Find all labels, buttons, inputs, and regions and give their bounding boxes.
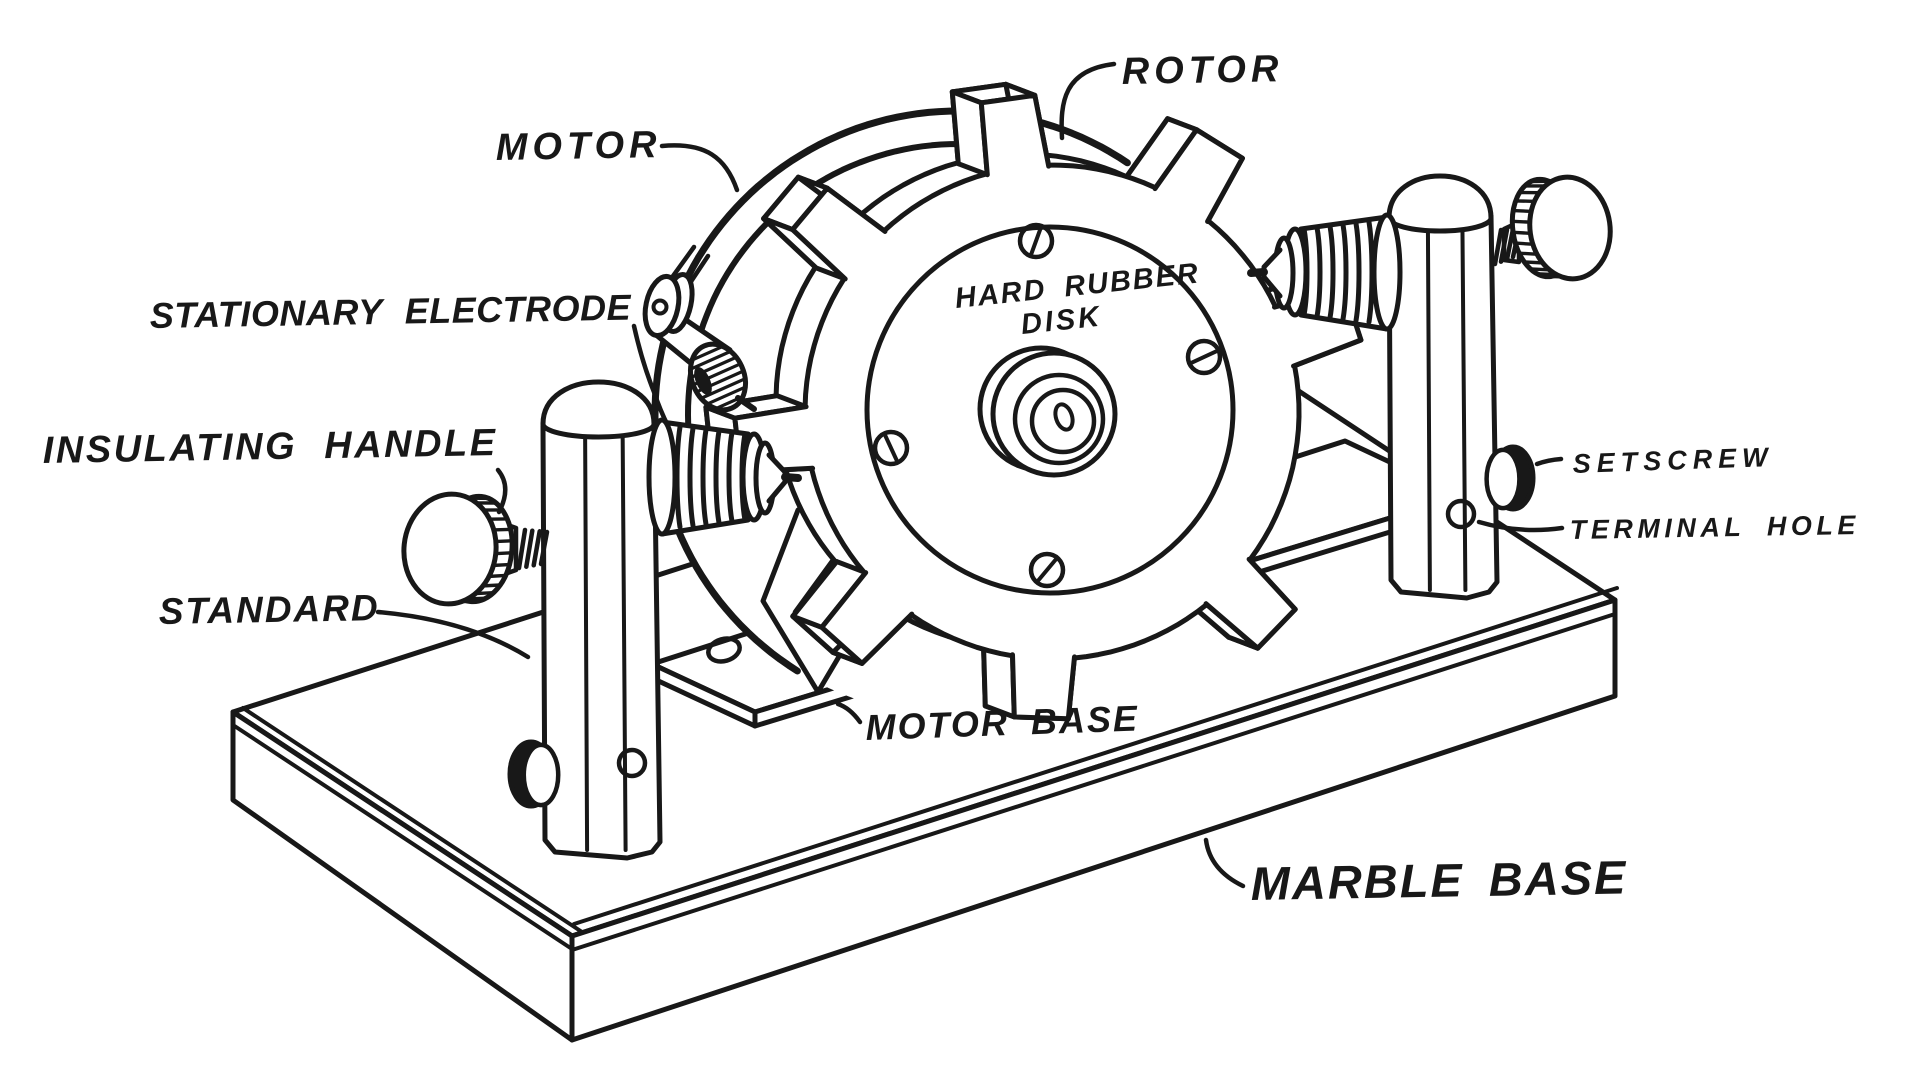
label-motor: MOTOR xyxy=(495,124,661,169)
right-standard-post-dome xyxy=(1386,173,1494,221)
right-electrode-flange xyxy=(1371,212,1403,332)
left-electrode-spring-coil xyxy=(726,430,735,524)
leader-lines xyxy=(375,61,1565,889)
face-screw xyxy=(872,429,910,467)
face-screw-slot xyxy=(882,432,900,464)
left-knob-thread xyxy=(538,529,550,567)
label-terminal-hole: TERMINAL HOLE xyxy=(1570,510,1860,545)
marble-base-leader xyxy=(1203,837,1246,889)
face-screw-slot xyxy=(1188,348,1220,366)
electrode-nut-knurling xyxy=(688,344,747,411)
electrode-pivot-hole xyxy=(651,298,669,316)
marble-base-chamfer-line xyxy=(570,612,1617,952)
label-motor-base: MOTOR BASE xyxy=(865,697,1140,748)
setscrew-leader xyxy=(1534,456,1564,467)
standard-leader xyxy=(375,609,531,660)
labels: MOTOR ROTOR STATIONARY ELECTRODE INSULAT… xyxy=(42,48,1860,910)
left-standard-post-body xyxy=(540,419,663,861)
electrode-pivot xyxy=(642,273,682,339)
right-standard xyxy=(1247,173,1613,601)
motor-base-mounting-hole-left xyxy=(706,636,742,664)
marble-base-chamfer-line xyxy=(231,723,574,951)
left-electrode-spring-coil xyxy=(687,425,696,529)
face-screw-slot xyxy=(1028,224,1044,258)
left-electrode-flange xyxy=(646,417,678,537)
marble-base-chamfer-line xyxy=(572,586,1619,926)
right-setscrew-face xyxy=(1484,447,1522,511)
right-knob-thread xyxy=(1492,227,1504,267)
right-electrode-spring-coil xyxy=(1327,223,1336,321)
face-screw-slot xyxy=(1035,556,1059,584)
stationary-electrode-leader xyxy=(631,323,671,429)
label-marble-base: MARBLE BASE xyxy=(1250,850,1628,910)
insulating-handle-leader xyxy=(495,467,508,515)
rotor-leader xyxy=(1059,61,1117,141)
left-electrode-spring-coil xyxy=(700,427,709,527)
face-screw xyxy=(1017,222,1055,260)
left-electrode-shaft xyxy=(781,473,802,482)
terminal-hole-leader xyxy=(1476,519,1565,533)
electrode-nut-shadow xyxy=(694,367,712,395)
rotor xyxy=(703,81,1364,722)
right-standard-post-body xyxy=(1386,213,1500,601)
right-knob-face xyxy=(1527,174,1613,282)
label-insulating-handle: INSULATING HANDLE xyxy=(42,422,497,472)
drawing-root: MOTOR ROTOR STATIONARY ELECTRODE INSULAT… xyxy=(42,48,1860,1043)
label-rotor: ROTOR xyxy=(1121,48,1283,93)
left-knob-face xyxy=(401,491,499,607)
label-stationary-electrode: STATIONARY ELECTRODE xyxy=(149,287,631,336)
marble-base-side-right xyxy=(569,597,1618,1043)
motor-leader xyxy=(659,143,740,193)
label-standard: STANDARD xyxy=(158,587,380,632)
right-electrode-spring-coil xyxy=(1366,219,1375,325)
left-terminal-hole xyxy=(616,747,648,779)
left-setscrew-face xyxy=(521,742,561,808)
right-electrode-spring-coil xyxy=(1353,220,1362,324)
right-standard-post-facet xyxy=(1425,222,1432,592)
left-standard-post-facet xyxy=(583,428,590,852)
label-setscrew: SETSCREW xyxy=(1572,442,1774,479)
shaft-slot xyxy=(1053,402,1075,432)
face-screw xyxy=(1185,338,1223,376)
right-electrode-spring-coil xyxy=(1314,225,1323,319)
hub-ring xyxy=(1012,372,1106,466)
left-standard-post-dome xyxy=(540,379,657,427)
left-standard-post-facet xyxy=(620,426,628,852)
right-electrode-shaft xyxy=(1247,268,1268,277)
face-screw xyxy=(1028,551,1066,589)
right-knob-knurling xyxy=(1510,179,1571,279)
left-knob-thread xyxy=(531,529,542,568)
right-terminal-hole xyxy=(1445,498,1477,530)
electrode-tip xyxy=(735,395,757,412)
left-knob-thread xyxy=(516,527,528,571)
right-electrode-spring-coil xyxy=(1340,222,1349,322)
marble-base-chamfer-line xyxy=(241,706,584,934)
right-knob-thread xyxy=(1498,227,1510,264)
left-electrode-spring-coil xyxy=(674,424,683,530)
left-knob-thread xyxy=(524,528,535,569)
left-standard xyxy=(401,379,802,861)
motor-base-leader xyxy=(835,701,863,725)
hub-ring-inner xyxy=(1029,387,1097,455)
stationary-electrode xyxy=(642,244,757,413)
left-electrode-spring-coil xyxy=(713,428,722,526)
